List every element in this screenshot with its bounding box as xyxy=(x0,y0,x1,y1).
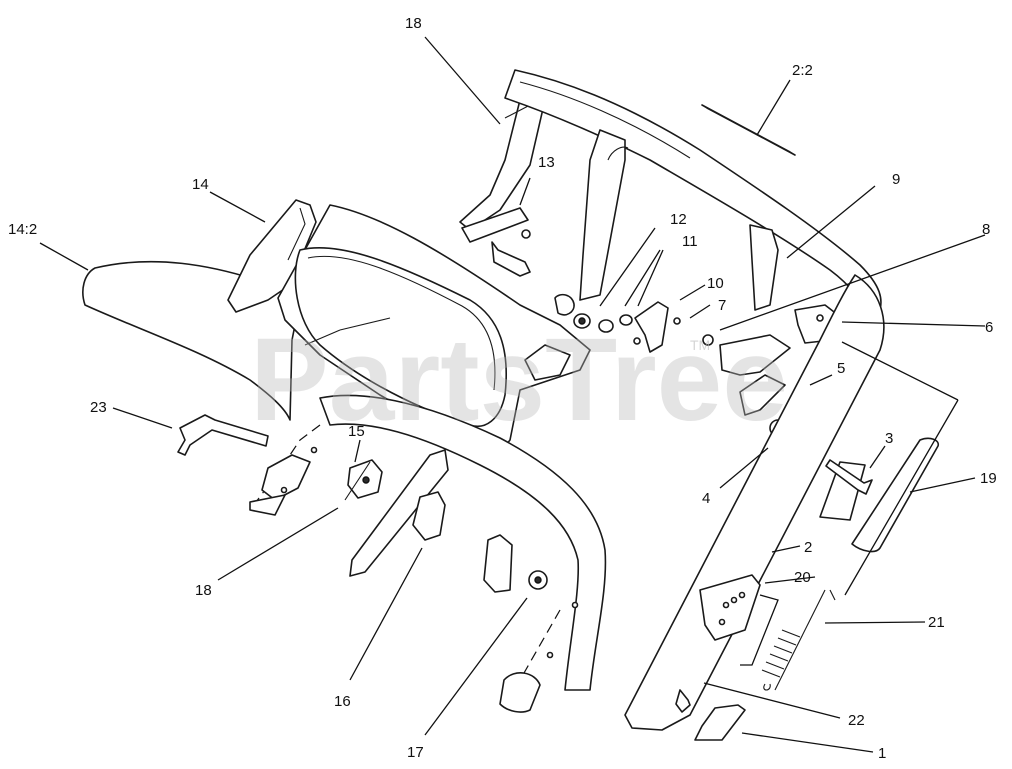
watermark: PartsTree xyxy=(250,314,788,446)
callout-2: 2 xyxy=(804,539,812,556)
callout-13: 13 xyxy=(538,154,555,171)
part-bolt xyxy=(825,459,873,495)
callout-7: 7 xyxy=(718,297,726,314)
part-pin-23 xyxy=(177,414,269,456)
part-lower-handle xyxy=(249,394,607,713)
leader-lines xyxy=(39,36,986,753)
callout-12: 12 xyxy=(670,211,687,228)
part-lever xyxy=(349,449,449,577)
callout-4: 4 xyxy=(702,490,710,507)
callout-3: 3 xyxy=(885,430,893,447)
callout-14-2: 14:2 xyxy=(8,221,37,238)
part-plate xyxy=(701,104,796,156)
callout-22: 22 xyxy=(848,712,865,729)
part-fasteners xyxy=(491,229,714,353)
callout-18-top: 18 xyxy=(405,15,422,32)
callout-17: 17 xyxy=(407,744,424,761)
part-console-housing xyxy=(227,199,591,456)
callout-11: 11 xyxy=(682,233,698,250)
callout-1: 1 xyxy=(878,745,886,762)
part-cam xyxy=(344,459,383,501)
part-bracket xyxy=(719,304,839,437)
callout-21: 21 xyxy=(928,614,945,631)
callout-6: 6 xyxy=(985,319,993,336)
callout-8: 8 xyxy=(982,221,990,238)
callout-10: 10 xyxy=(707,275,724,292)
callout-18-bottom: 18 xyxy=(195,582,212,599)
callouts: 18 2:2 13 14 9 14:2 12 11 8 10 7 6 5 23 … xyxy=(8,15,997,762)
part-grip xyxy=(851,437,940,553)
part-rod-22 xyxy=(675,689,691,713)
part-spring xyxy=(761,589,836,691)
part-link xyxy=(740,594,779,666)
part-pin-1 xyxy=(694,704,746,741)
callout-23: 23 xyxy=(90,399,107,416)
part-right-handle xyxy=(624,274,885,731)
callout-2-2: 2:2 xyxy=(792,62,813,79)
watermark-trademark: TM xyxy=(690,337,710,353)
callout-9: 9 xyxy=(892,171,900,188)
part-upper-handle xyxy=(504,69,882,321)
callout-5: 5 xyxy=(837,360,845,377)
callout-16: 16 xyxy=(334,693,351,710)
callout-14: 14 xyxy=(192,176,209,193)
part-knob xyxy=(483,534,548,593)
callout-19: 19 xyxy=(980,470,997,487)
callout-20: 20 xyxy=(794,569,811,586)
part-control-arm xyxy=(459,91,546,243)
callout-15: 15 xyxy=(348,423,365,440)
